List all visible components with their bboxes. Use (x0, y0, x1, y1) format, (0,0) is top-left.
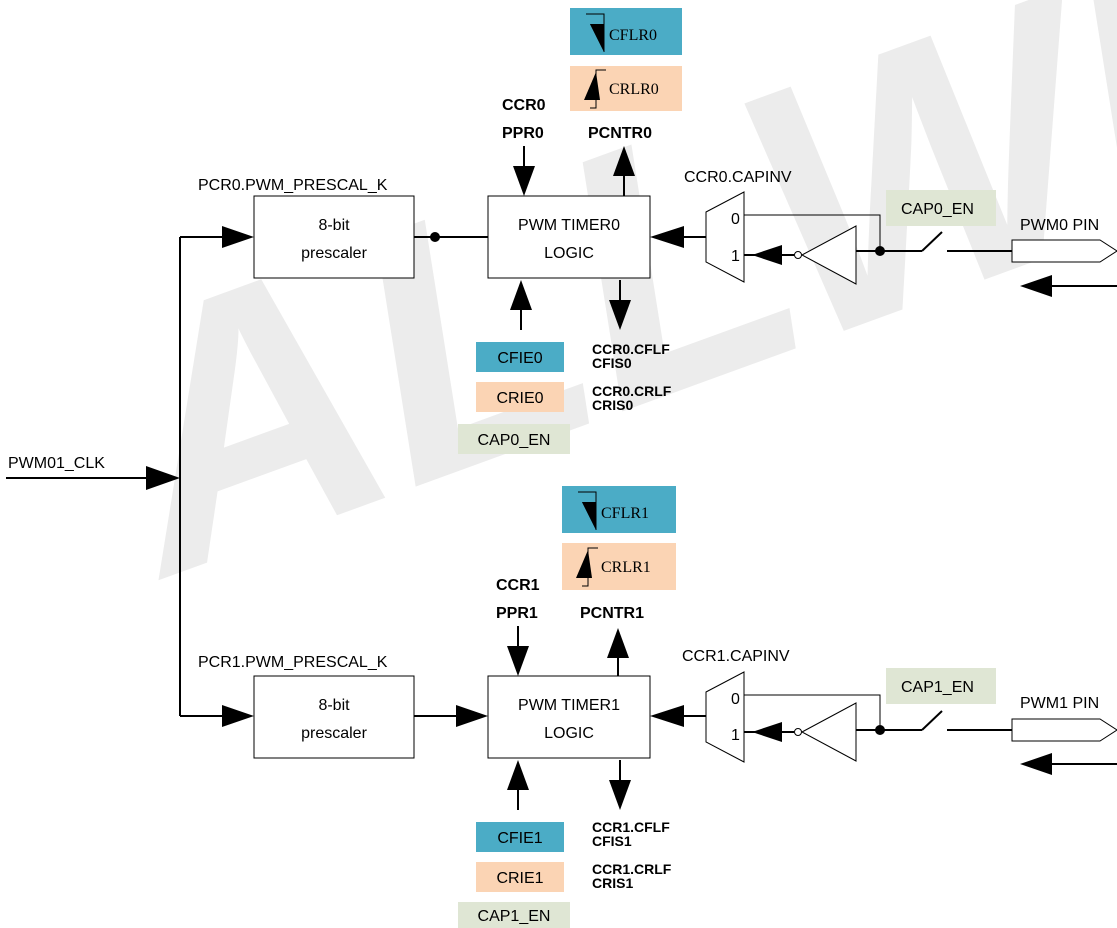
capinv-label: CCR1.CAPINV (682, 648, 790, 665)
cris-label: CRIS1 (592, 875, 633, 891)
prescaler-line1: 8-bit (318, 697, 350, 714)
clock-input: PWM01_CLK (6, 226, 254, 727)
channel-0: CFLR0 CRLR0 CCR0 PPR0 PCNTR0 PCR0.PWM_PR… (198, 8, 1117, 454)
clock-input-label: PWM01_CLK (8, 455, 105, 472)
prescaler-box (253, 675, 415, 759)
crie-box (476, 862, 564, 892)
prescaler-line2: prescaler (301, 725, 367, 742)
cfie-label: CFIE1 (497, 830, 542, 847)
ccr-label: CCR1 (496, 577, 540, 594)
falling-edge-icon (586, 13, 605, 52)
cfie-box (476, 342, 564, 372)
inverter (800, 225, 857, 285)
crlf-label: CCR0.CRLF (592, 383, 672, 399)
crie-label: CRIE0 (496, 390, 543, 407)
timer-box (487, 675, 651, 759)
mux-in1: 1 (731, 727, 740, 744)
cflf-label: CCR1.CFLF (592, 819, 670, 835)
timer-line2: LOGIC (544, 245, 594, 262)
cflr-label: CFLR0 (609, 27, 657, 44)
cflf-label: CCR0.CFLF (592, 341, 670, 357)
crie-label: CRIE1 (496, 870, 543, 887)
crlr-label: CRLR0 (609, 81, 659, 98)
prescaler-line2: prescaler (301, 245, 367, 262)
cap-en-bottom-box (458, 902, 570, 928)
pin-label: PWM1 PIN (1020, 695, 1099, 712)
cap-en-bottom-box (458, 424, 570, 454)
cflr-box (562, 486, 676, 533)
mux-in0: 0 (731, 211, 740, 228)
cfie-label: CFIE0 (497, 350, 542, 367)
pcntr-label: PCNTR1 (580, 605, 644, 622)
rising-edge-icon (576, 547, 598, 587)
crlf-label: CCR1.CRLF (592, 861, 672, 877)
falling-edge-icon (578, 491, 597, 530)
prescaler-line1: 8-bit (318, 217, 350, 234)
crlr-box (570, 66, 682, 111)
timer-line1: PWM TIMER0 (518, 217, 620, 234)
cap-en-switch-label: CAP1_EN (901, 679, 974, 696)
cflr-label: CFLR1 (601, 505, 649, 522)
mux-in1: 1 (731, 248, 740, 265)
cap-en-switch-label: CAP0_EN (901, 201, 974, 218)
channel-1: CFLR1 CRLR1 CCR1 PPR1 PCNTR1 PCR1.PWM_PR… (198, 486, 1117, 928)
prescal-label: PCR0.PWM_PRESCAL_K (198, 177, 388, 194)
cap-en-switch-box (886, 190, 996, 226)
pin-label: PWM0 PIN (1020, 217, 1099, 234)
timer-box (487, 195, 651, 279)
prescaler-box (253, 195, 415, 279)
cflr-box (570, 8, 682, 55)
prescal-label: PCR1.PWM_PRESCAL_K (198, 654, 388, 671)
cap-en-switch-box (886, 668, 996, 704)
capinv-mux (705, 191, 745, 283)
timer-line2: LOGIC (544, 725, 594, 742)
cfis-label: CFIS1 (592, 833, 632, 849)
capinv-mux (705, 671, 745, 763)
ppr-label: PPR1 (496, 605, 538, 622)
capinv-label: CCR0.CAPINV (684, 169, 792, 186)
pin-connector (1011, 718, 1117, 742)
rising-edge-icon (584, 69, 606, 109)
cap-en-bottom-label: CAP0_EN (478, 432, 551, 449)
cfie-box (476, 822, 564, 852)
pin-connector (1011, 239, 1117, 263)
cap-en-bottom-label: CAP1_EN (478, 908, 551, 925)
cfis-label: CFIS0 (592, 355, 632, 371)
ccr-label: CCR0 (502, 97, 546, 114)
crlr-label: CRLR1 (601, 559, 651, 576)
ppr-label: PPR0 (502, 125, 544, 142)
mux-in0: 0 (731, 691, 740, 708)
timer-line1: PWM TIMER1 (518, 697, 620, 714)
pcntr-label: PCNTR0 (588, 125, 652, 142)
crie-box (476, 382, 564, 412)
cris-label: CRIS0 (592, 397, 633, 413)
inverter (800, 702, 857, 762)
